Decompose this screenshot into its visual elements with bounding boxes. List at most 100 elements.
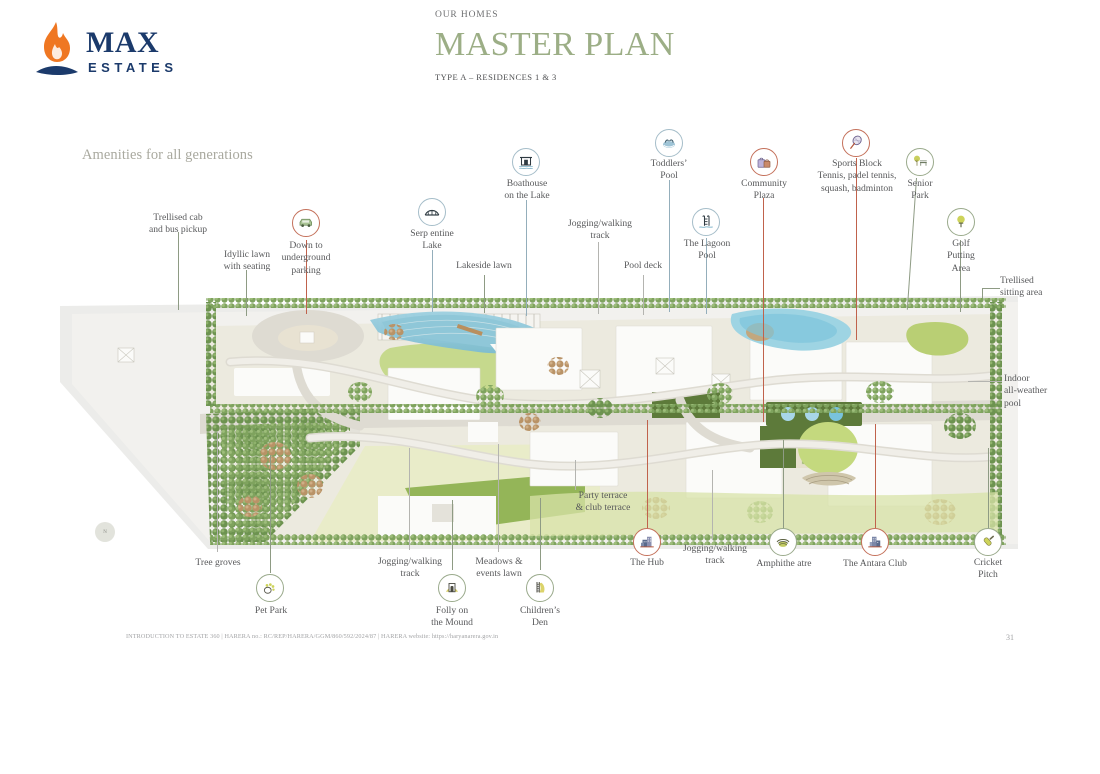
label-trellised-cab-bus-pickup: Trellised cab and bus pickup (148, 212, 208, 236)
footer-legal-text: INTRODUCTION TO ESTATE 360 | HARERA no.:… (126, 633, 499, 640)
leader-line-toddlers (669, 180, 670, 312)
page-title: MASTER PLAN (435, 26, 675, 63)
leader-line-trellised-sitting-stub (982, 288, 983, 298)
arch-mound-icon-badge[interactable] (438, 574, 466, 602)
leader-line-jogging-mid (712, 470, 713, 540)
bridge-icon-badge[interactable] (418, 198, 446, 226)
paw-icon (263, 583, 275, 594)
label-the-hub: The Hub (630, 557, 664, 568)
label-tree-groves: Tree groves (195, 557, 241, 568)
leader-line-antara-club (875, 424, 876, 528)
label-childrens-den: Children’s Den (520, 605, 560, 629)
label-community-plaza: Community Plaza (741, 178, 787, 202)
leader-line-lagoon (706, 238, 707, 314)
label-senior-park: Senior Park (907, 178, 933, 202)
label-down-to-underground-parking: Down to underground parking (281, 240, 331, 276)
svg-text:ESTATES: ESTATES (88, 60, 178, 75)
label-lakeside-lawn: Lakeside lawn (456, 260, 512, 271)
pool-ladder-icon (699, 215, 713, 228)
leader-line-amphitheatre (783, 440, 784, 528)
section-heading: Amenities for all generations (82, 147, 253, 163)
label-jogging-walking-track-bottom: Jogging/walking track (378, 556, 442, 580)
boathouse-icon (519, 156, 533, 169)
boathouse-icon-badge[interactable] (512, 148, 540, 176)
cricket-bat-icon-badge[interactable] (974, 528, 1002, 556)
label-jogging-walking-track-mid: Jogging/walking track (683, 543, 747, 567)
page-number: 31 (1006, 633, 1014, 642)
splash-icon (663, 139, 675, 148)
leader-line-pool-deck (643, 275, 644, 315)
leader-line-trellised-sitting (982, 288, 1000, 289)
paw-icon-badge[interactable] (256, 574, 284, 602)
label-party-club-terrace: Party terrace & club terrace (575, 490, 631, 514)
header-kicker: OUR HOMES (435, 10, 499, 20)
slide-icon (536, 582, 545, 593)
shopping-bags-icon (757, 157, 771, 168)
tree-bench-icon-badge[interactable] (906, 148, 934, 176)
racket-icon-badge[interactable] (842, 129, 870, 157)
leader-line-party-terrace (575, 460, 576, 490)
racket-icon (850, 135, 862, 149)
label-idyllic-lawn: Idyllic lawn with seating (223, 249, 271, 273)
golf-tee-icon-badge[interactable] (947, 208, 975, 236)
compass-label: N (103, 529, 107, 535)
header-subtitle: TYPE A – RESIDENCES 1 & 3 (435, 72, 557, 82)
leader-line-the-hub (647, 420, 648, 528)
label-sports-block: Sports Block Tennis, padel tennis, squas… (817, 158, 897, 194)
svg-text:MAX: MAX (86, 26, 159, 59)
buildings-icon-badge[interactable] (633, 528, 661, 556)
label-indoor-all-weather-pool: Indoor all-weather pool (1004, 373, 1048, 409)
bridge-icon (424, 209, 440, 216)
slide-icon-badge[interactable] (526, 574, 554, 602)
label-the-lagoon-pool: The Lagoon Pool (683, 238, 731, 262)
leader-line-indoor-pool (968, 381, 1002, 382)
leader-line-meadows (498, 444, 499, 552)
splash-icon-badge[interactable] (655, 129, 683, 157)
leader-line-parking (306, 240, 307, 314)
label-boathouse-on-the-lake: Boathouse on the Lake (504, 178, 550, 202)
amphitheatre-icon (776, 538, 790, 547)
master-plan-map (60, 296, 1018, 549)
label-folly-on-the-mound: Folly on the Mound (431, 605, 473, 629)
label-the-antara-club: The Antara Club (843, 558, 907, 569)
golf-tee-icon (957, 215, 965, 228)
tree-bench-icon (914, 155, 927, 166)
label-cricket-pitch: Cricket Pitch (973, 557, 1003, 581)
arch-mound-icon (446, 583, 458, 593)
leader-line-jogging-top (598, 242, 599, 314)
label-pet-park: Pet Park (254, 605, 288, 616)
buildings-icon (640, 536, 654, 548)
leader-line-pet-park (270, 455, 271, 573)
leader-line-golf (960, 240, 961, 312)
label-jogging-walking-track-top: Jogging/walking track (568, 218, 632, 242)
leader-line-childrens-den (540, 498, 541, 570)
label-pool-deck: Pool deck (623, 260, 663, 271)
label-golf-putting-area: Golf Putting Area (947, 238, 975, 274)
leader-line-sports-block (856, 158, 857, 340)
amphitheatre-icon-badge[interactable] (769, 528, 797, 556)
cricket-bat-icon (983, 535, 994, 546)
leader-line-idyllic-lawn (246, 270, 247, 316)
label-amphitheatre: Amphithe atre (756, 558, 812, 569)
compass-north-indicator: N (95, 522, 115, 542)
leader-line-cricket-pitch (988, 448, 989, 528)
max-estates-logo: MAX ESTATES (22, 14, 202, 84)
leader-line-serpentine (432, 250, 433, 312)
car-icon (299, 218, 312, 227)
car-icon-badge[interactable] (292, 209, 320, 237)
leader-line-trellised-cab (178, 232, 179, 310)
shopping-bags-icon-badge[interactable] (750, 148, 778, 176)
label-toddlers-pool: Toddlers’ Pool (650, 158, 688, 182)
buildings2-icon-badge[interactable] (861, 528, 889, 556)
leader-line-boathouse (526, 200, 527, 316)
label-meadows-events-lawn: Meadows & events lawn (475, 556, 523, 580)
leader-line-folly (452, 500, 453, 570)
page-header: OUR HOMES MASTER PLAN TYPE A – RESIDENCE… (435, 10, 675, 82)
leader-line-community-plaza (763, 198, 764, 422)
label-serpentine-lake: Serp entine Lake (410, 228, 454, 252)
pool-ladder-icon-badge[interactable] (692, 208, 720, 236)
label-trellised-sitting-area: Trellised sitting area (1000, 275, 1043, 299)
leader-line-lakeside-lawn (484, 275, 485, 313)
leader-line-jogging-bottom (409, 448, 410, 550)
